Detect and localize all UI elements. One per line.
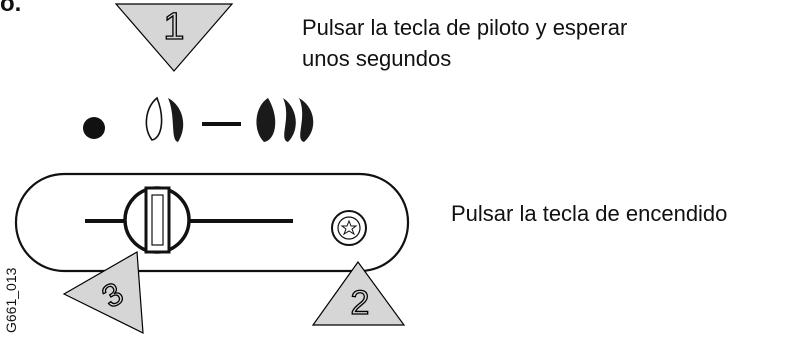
step-1-line-1: Pulsar la tecla de piloto y esperar (302, 15, 628, 40)
step-1-line-2: unos segundos (302, 46, 452, 71)
step-3-marker: 3 (62, 251, 144, 335)
step-1-number: 1 (163, 6, 184, 48)
ignition-button (331, 210, 367, 246)
step-1-marker: 1 (114, 3, 234, 72)
pilot-dot-icon (83, 117, 105, 139)
flame-indicators (83, 96, 314, 142)
step-1-instruction: Pulsar la tecla de piloto y esperar unos… (302, 12, 732, 74)
pilot-flame-icon (145, 96, 184, 142)
step-2-marker: 2 (311, 260, 406, 326)
ignition-star-icon (340, 219, 358, 236)
control-knob (85, 186, 293, 254)
heading-fragment: o. (0, 0, 22, 17)
step-2-instruction: Pulsar la tecla de encendido (451, 201, 728, 226)
step-2-number: 2 (351, 284, 370, 322)
full-flame-icon (256, 98, 314, 142)
